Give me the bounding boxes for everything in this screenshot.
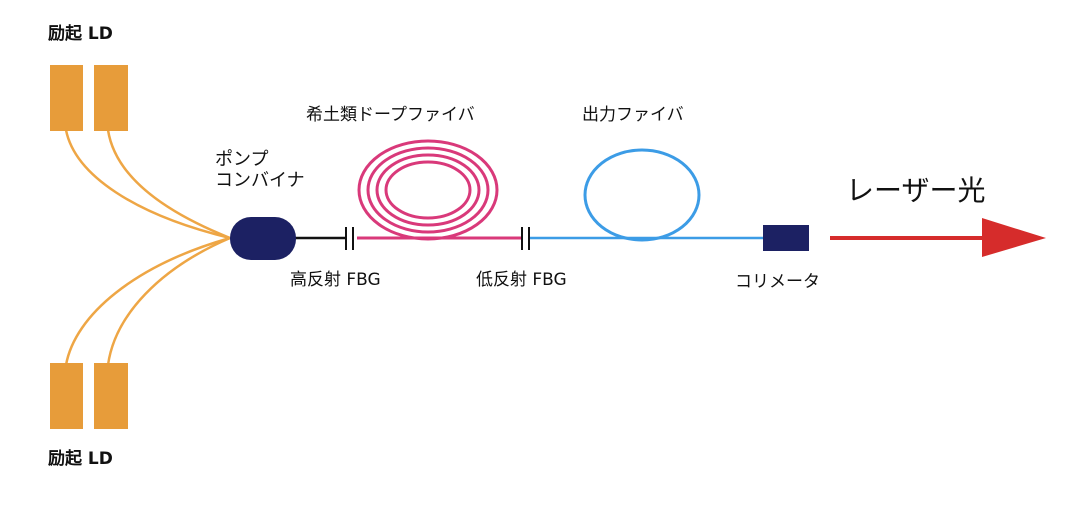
doped-fiber-loop [384,160,472,220]
doped-fiber-label: 希土類ドープファイバ [306,105,475,125]
pump-combiner-label: ポンプ コンバイナ [215,149,305,191]
pump-ld-top-group [50,65,128,131]
pump-ld-bottom-label: 励起 LD [48,449,113,469]
pump-fibers [64,129,231,366]
collimator-label: コリメータ [735,272,820,292]
pump-combiner-shape [230,217,296,260]
pump-ld-block [50,65,83,131]
pump-ld-bottom-group [50,363,128,429]
doped-fiber-coil [357,139,499,241]
laser-light-label: レーザー光 [846,174,986,207]
laser-arrow-head [982,218,1046,257]
pump-ld-block [94,363,128,429]
output-fiber-label: 出力ファイバ [582,105,684,125]
pump-fiber-3 [64,236,231,366]
pump-fiber-4 [106,236,231,366]
pump-ld-top-label: 励起 LD [48,24,113,44]
doped-fiber-loop [357,139,499,241]
pump-ld-block [94,65,128,131]
low-reflect-fbg-label: 低反射 FBG [476,270,567,290]
pump-ld-block [50,363,83,429]
pump-fiber-2 [106,129,231,240]
output-fiber-coil [583,148,701,242]
high-reflect-fbg-label: 高反射 FBG [290,270,381,290]
doped-fiber-loop [366,146,490,234]
pump-fiber-1 [64,129,231,240]
doped-fiber-loop [375,153,481,227]
high-reflect-fbg-marker [345,227,354,250]
low-reflect-fbg-marker [521,227,530,250]
collimator-shape [763,225,809,251]
